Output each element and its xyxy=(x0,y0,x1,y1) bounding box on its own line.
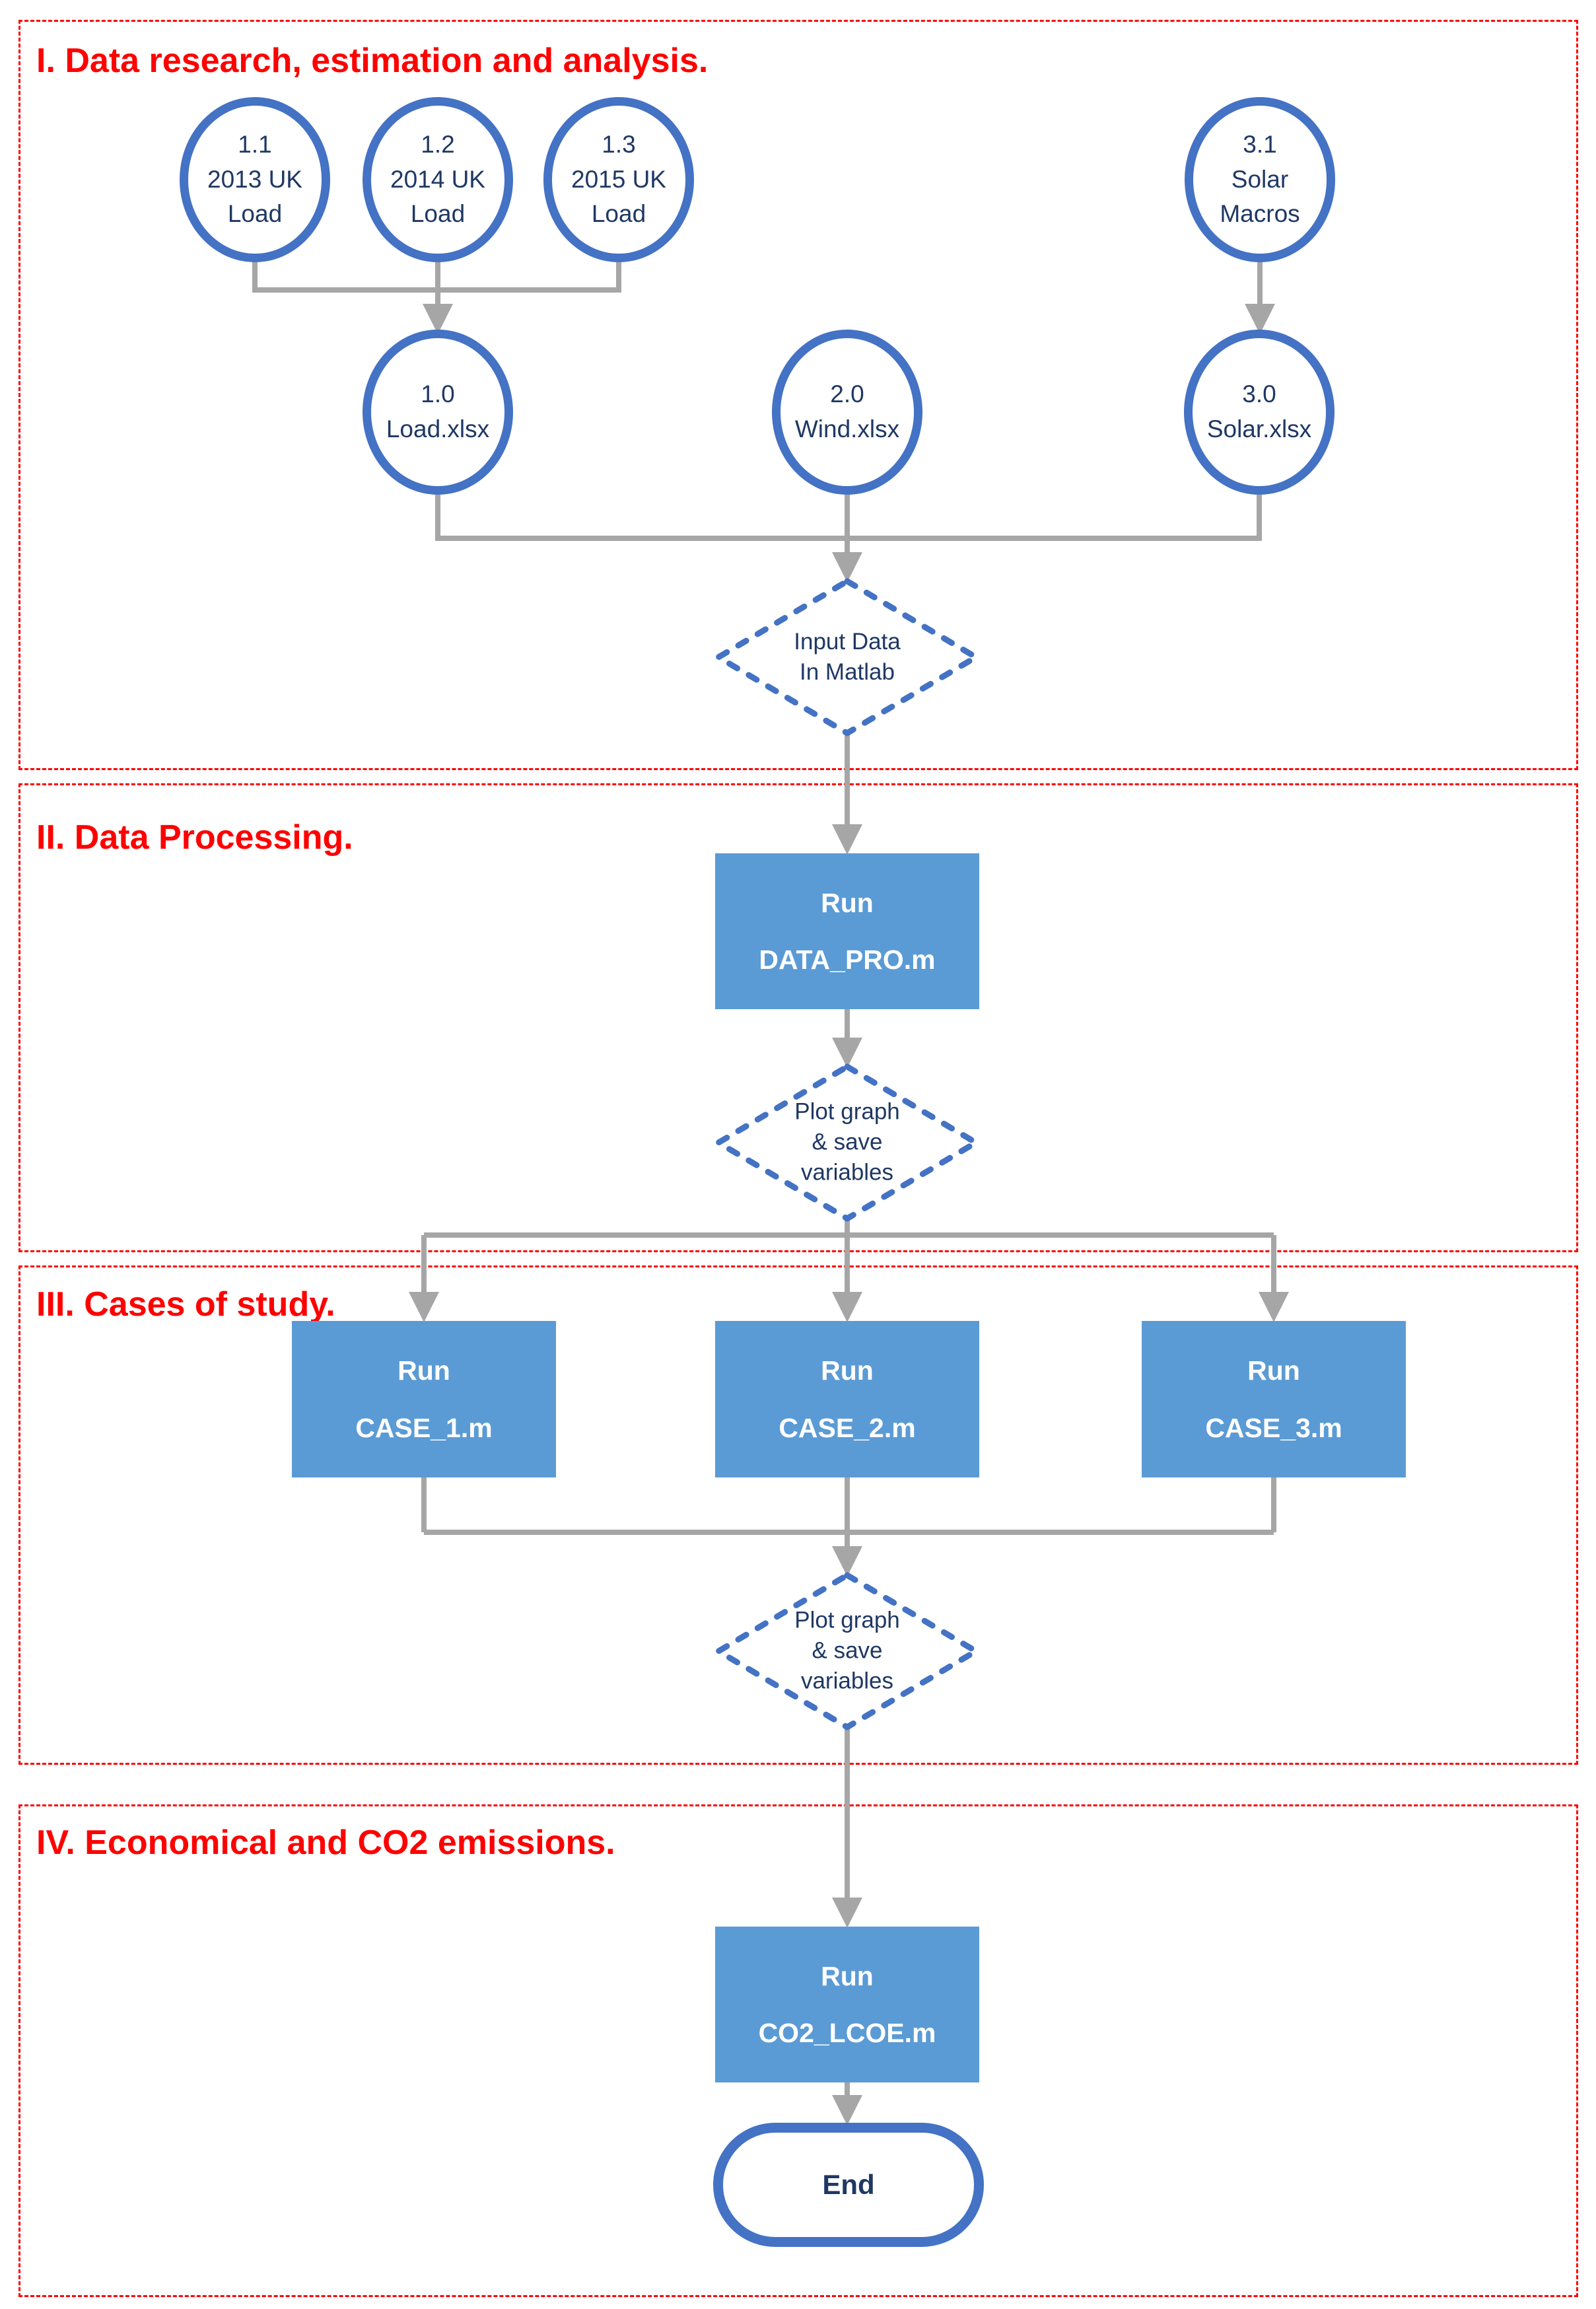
arrowhead-into-load-xlsx xyxy=(423,304,453,334)
node-1-0-load-xlsx: 1.0 Load.xlsx xyxy=(363,330,513,495)
section-title-3: III. Cases of study. xyxy=(36,1285,335,1324)
arrowhead-into-case2 xyxy=(832,1292,862,1322)
node-label: Solar.xlsx xyxy=(1206,415,1312,443)
decision-diamond-plot-save-1 xyxy=(715,1063,979,1222)
node-id: 1.1 xyxy=(238,131,272,159)
node-label: Solar Macros xyxy=(1220,165,1300,228)
section-frame-4 xyxy=(18,1804,1578,2297)
node-id: 3.0 xyxy=(1242,380,1276,408)
node-3-1-solar-macros: 3.1 Solar Macros xyxy=(1185,97,1335,262)
node-1-2-2014-uk-load: 1.2 2014 UK Load xyxy=(363,97,513,262)
node-id: 2.0 xyxy=(830,380,864,408)
node-3-0-solar-xlsx: 3.0 Solar.xlsx xyxy=(1184,330,1335,495)
section-frame-3 xyxy=(18,1265,1578,1765)
section-frame-2 xyxy=(18,783,1578,1252)
section-title-1: I. Data research, estimation and analysi… xyxy=(36,42,709,80)
connector-branch-cases xyxy=(421,1219,1276,1292)
arrowhead-into-case1 xyxy=(409,1292,439,1322)
arrowhead-into-input-diamond xyxy=(832,552,862,583)
decision-diamond-plot-save-2 xyxy=(715,1572,979,1730)
node-2-0-wind-xlsx: 2.0 Wind.xlsx xyxy=(772,330,922,495)
node-label: 2014 UK Load xyxy=(390,165,485,228)
node-label: 2013 UK Load xyxy=(207,165,302,228)
node-label: Load.xlsx xyxy=(386,415,490,443)
arrowhead-into-datapro xyxy=(832,824,862,855)
arrowhead-into-plot-diamond-2 xyxy=(832,1546,862,1577)
node-label: 2015 UK Load xyxy=(571,165,666,228)
node-1-3-2015-uk-load: 1.3 2015 UK Load xyxy=(543,97,694,262)
process-run-case-2: Run CASE_2.m xyxy=(715,1321,979,1477)
connector-merge-cases xyxy=(421,1477,1276,1546)
node-1-1-2013-uk-load: 1.1 2013 UK Load xyxy=(180,97,330,262)
section-title-4: IV. Economical and CO2 emissions. xyxy=(36,1824,615,1862)
node-id: 1.0 xyxy=(421,380,455,408)
section-title-2: II. Data Processing. xyxy=(36,818,353,857)
decision-label-plot-save-2: Plot graph & save variables xyxy=(794,1607,900,1695)
end-label: End xyxy=(822,2169,875,2200)
decision-diamond-input-data xyxy=(715,578,979,736)
arrowhead-into-case3 xyxy=(1259,1292,1289,1322)
arrowhead-into-end xyxy=(832,2095,862,2125)
arrowhead-into-co2lcoe xyxy=(832,1898,862,1928)
node-id: 1.3 xyxy=(602,131,636,159)
process-run-case-1: Run CASE_1.m xyxy=(292,1321,556,1477)
node-label: Wind.xlsx xyxy=(794,415,900,443)
node-id: 1.2 xyxy=(421,131,455,159)
process-run-data-pro: Run DATA_PRO.m xyxy=(715,853,979,1009)
arrowhead-into-solar-xlsx xyxy=(1245,304,1275,334)
terminator-end: End xyxy=(713,2123,984,2247)
process-run-case-3: Run CASE_3.m xyxy=(1142,1321,1406,1477)
decision-label-plot-save-1: Plot graph & save variables xyxy=(794,1098,900,1186)
section-frame-1 xyxy=(18,20,1578,770)
node-id: 3.1 xyxy=(1243,131,1277,159)
process-run-co2-lcoe: Run CO2_LCOE.m xyxy=(715,1927,979,2082)
arrowhead-into-plot-diamond-1 xyxy=(832,1038,862,1068)
decision-label-input-data: Input Data In Matlab xyxy=(794,628,901,685)
